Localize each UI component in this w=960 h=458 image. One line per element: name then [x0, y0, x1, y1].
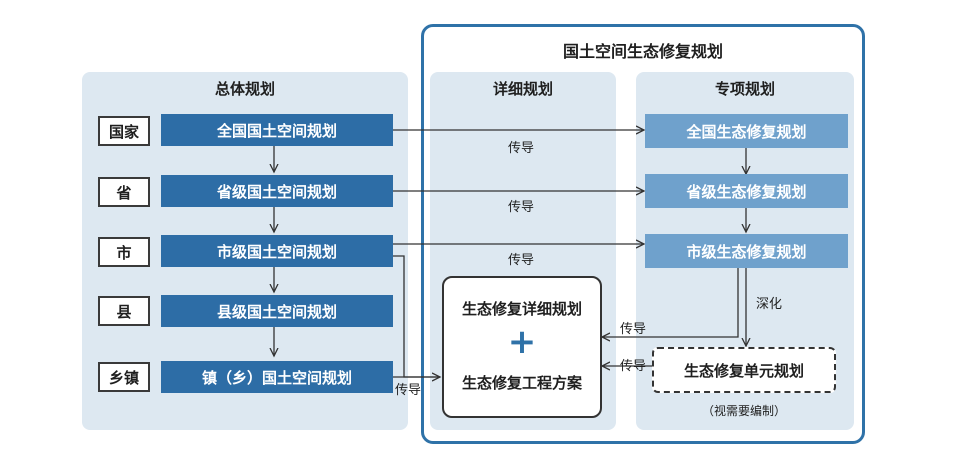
- national-spatial-plan: 全国国土空间规划: [161, 114, 393, 146]
- transmit-label-city-eco: 传导: [620, 322, 647, 337]
- county-spatial-plan: 县级国土空间规划: [161, 295, 393, 327]
- ecological-restoration-title: 国土空间生态修复规划: [562, 42, 723, 61]
- township-spatial-plan: 镇（乡）国土空间规划: [161, 361, 393, 393]
- transmit-label-city: 传导: [508, 253, 535, 268]
- provincial-spatial-plan: 省级国土空间规划: [161, 175, 393, 207]
- national-eco-restoration-plan: 全国生态修复规划: [645, 114, 848, 148]
- level-city: 市: [98, 237, 150, 267]
- level-national: 国家: [98, 116, 150, 146]
- transmit-label-unit: 传导: [620, 359, 647, 374]
- city-eco-restoration-plan: 市级生态修复规划: [645, 234, 848, 268]
- provincial-eco-restoration-plan: 省级生态修复规划: [645, 174, 848, 208]
- special-planning-title: 专项规划: [714, 80, 775, 98]
- unit-plan-note: （视需要编制）: [701, 404, 786, 418]
- eco-engineering-plan-label: 生态修复工程方案: [461, 374, 582, 392]
- deepen-label: 深化: [756, 297, 783, 312]
- plus-icon: +: [507, 322, 537, 362]
- transmit-label-township: 传导: [395, 383, 422, 398]
- arrow-city-to-detailed: [393, 255, 440, 377]
- transmit-label-national: 传导: [508, 141, 535, 156]
- city-spatial-plan: 市级国土空间规划: [161, 235, 393, 267]
- eco-detailed-plan-label: 生态修复详细规划: [461, 300, 582, 318]
- overall-planning-title: 总体规划: [214, 80, 275, 98]
- detailed-plan-box: [442, 276, 602, 418]
- detailed-planning-title: 详细规划: [492, 80, 553, 98]
- eco-unit-plan: 生态修复单元规划: [652, 347, 836, 393]
- arrow-city-eco-to-detailed: [602, 268, 739, 337]
- transmit-label-province: 传导: [508, 200, 535, 215]
- level-township: 乡镇: [98, 362, 150, 392]
- level-county: 县: [98, 296, 150, 326]
- level-province: 省: [98, 177, 150, 207]
